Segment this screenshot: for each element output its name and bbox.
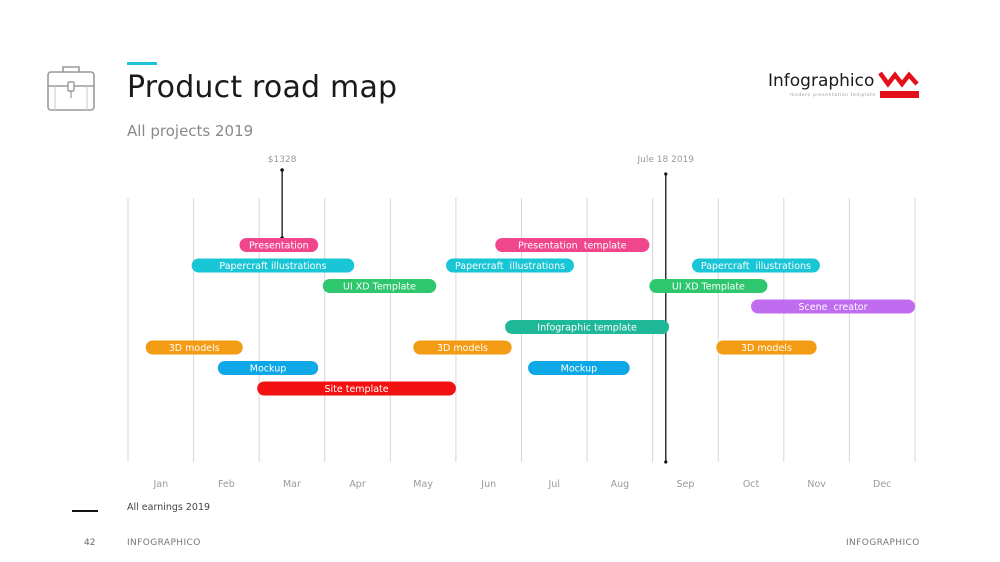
page-number: 42 <box>84 538 96 548</box>
task-label: Site template <box>324 384 388 395</box>
month-label: Nov <box>807 479 826 490</box>
marker-date-foot <box>664 460 668 464</box>
month-label: Apr <box>349 479 366 490</box>
month-label: Jun <box>480 479 496 490</box>
task-label: Papercraft illustrations <box>219 261 326 272</box>
task-label: Infographic template <box>537 323 637 334</box>
month-label: Sep <box>677 479 695 490</box>
month-label: Dec <box>873 479 891 490</box>
marker-pin-head <box>280 168 284 172</box>
brand-tagline: modern presentation template <box>790 93 876 98</box>
footer-brand-left: INFOGRAPHICO <box>127 538 201 548</box>
task-bar <box>716 340 817 355</box>
month-label: Jul <box>548 479 560 490</box>
task-bar <box>505 320 670 334</box>
task-bar <box>495 238 650 252</box>
month-label: May <box>413 479 433 490</box>
month-label: Aug <box>611 479 630 490</box>
task-bar <box>217 361 319 375</box>
month-label: Jan <box>152 479 168 490</box>
infographico-logo-icon <box>878 68 920 100</box>
marker-layer: $1328 Jule 18 2019 <box>268 155 694 464</box>
task-label: UI XD Template <box>672 282 745 293</box>
month-layer: Jan Feb Mar Apr May Jun Jul Aug Sep Oct Nov Dec <box>152 479 891 490</box>
briefcase-icon <box>46 64 96 114</box>
title-accent-line <box>127 62 157 65</box>
legend-line <box>72 510 98 512</box>
marker-date-head <box>664 172 668 176</box>
month-label: Mar <box>283 479 301 490</box>
task-label: 3D models <box>437 343 488 354</box>
task-bar <box>649 279 768 293</box>
task-label: 3D models <box>741 343 792 354</box>
month-label: Feb <box>218 479 235 490</box>
task-label: UI XD Template <box>343 282 416 293</box>
legend-label: All earnings 2019 <box>127 502 211 513</box>
task-bar <box>191 258 355 273</box>
marker-label: $1328 <box>268 155 297 165</box>
task-bar <box>751 299 915 314</box>
task-bar <box>413 340 512 355</box>
task-label: Scene creator <box>798 302 867 313</box>
footer-brand-right: INFOGRAPHICO <box>846 538 920 548</box>
task-label: Papercraft illustrations <box>455 261 565 272</box>
task-bar <box>528 361 630 375</box>
marker-label: Jule 18 2019 <box>637 155 695 165</box>
task-label: Papercraft illustrations <box>701 261 811 272</box>
page-subtitle: All projects 2019 <box>127 122 254 140</box>
task-bar <box>692 258 820 273</box>
task-bar <box>322 279 437 293</box>
task-bar <box>446 258 574 273</box>
task-bar <box>257 381 456 396</box>
task-label: Presentation <box>249 241 309 252</box>
task-label: Presentation template <box>518 241 627 252</box>
page-title: Product road map <box>127 70 398 105</box>
task-label: 3D models <box>169 343 220 354</box>
task-bar <box>239 238 319 252</box>
month-label: Oct <box>743 479 760 490</box>
bar-layer: Presentation Presentation templatePapercr… <box>145 238 915 396</box>
brand-name: Infographico <box>768 71 875 91</box>
task-label: Mockup <box>250 364 287 375</box>
task-bar <box>145 340 243 355</box>
task-label: Mockup <box>561 364 598 375</box>
